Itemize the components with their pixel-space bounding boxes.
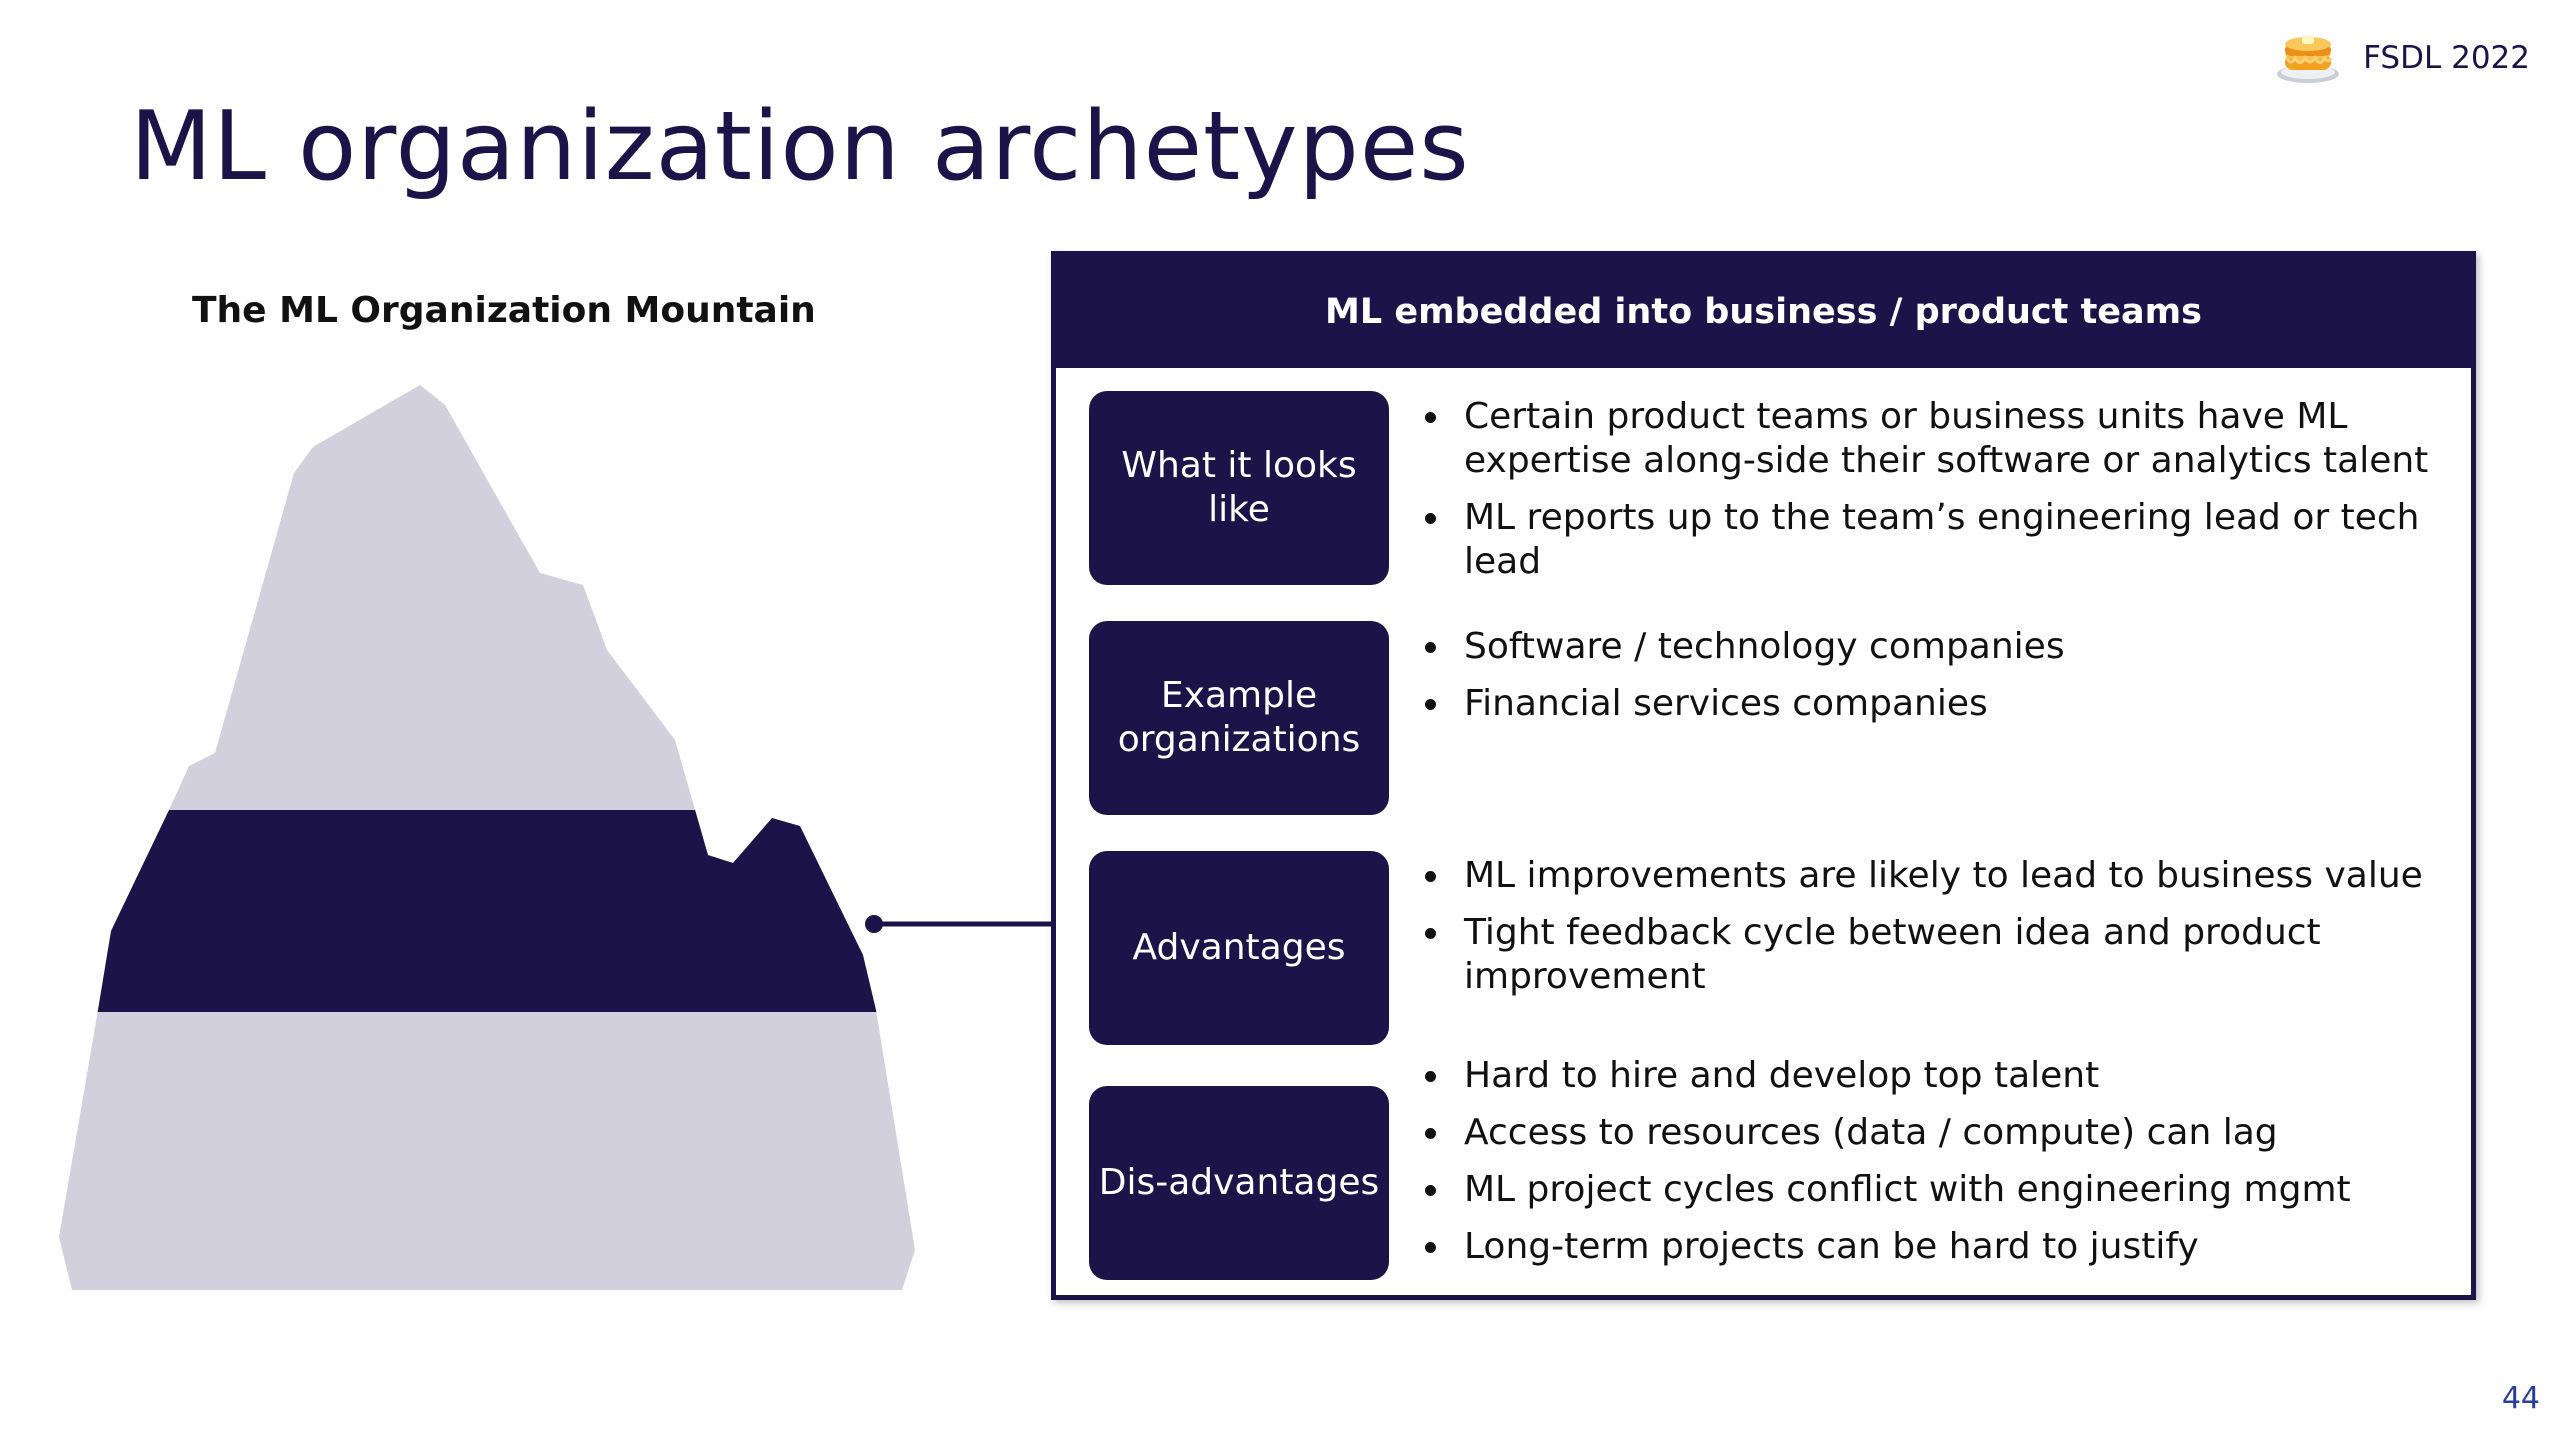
list-item: Tight feedback cycle between idea and pr… [1419,911,2459,999]
highlight-band [97,810,877,1012]
mountain-title: The ML Organization Mountain [192,290,816,331]
row-label: What it looks like [1089,391,1389,585]
list-item: Long-term projects can be hard to justif… [1419,1225,2459,1269]
brand: FSDL 2022 [2275,30,2530,86]
brand-name: FSDL 2022 [2363,40,2530,76]
connector-dot [865,915,883,933]
panel-header: ML embedded into business / product team… [1056,256,2471,368]
bullet-list: Software / technology companies Financia… [1419,625,2459,739]
pancake-stack-icon [2277,36,2340,83]
list-item: Access to resources (data / compute) can… [1419,1111,2459,1155]
list-item: Software / technology companies [1419,625,2459,669]
bullet-list: Hard to hire and develop top talent Acce… [1419,1054,2459,1282]
list-item: Hard to hire and develop top talent [1419,1054,2459,1098]
slide-title: ML organization archetypes [130,92,1470,202]
archetype-panel: ML embedded into business / product team… [1051,251,2476,1300]
bullet-list: Certain product teams or business units … [1419,395,2459,597]
row-label: Dis-advantages [1089,1086,1389,1280]
row-label: Advantages [1089,851,1389,1045]
row-label: Example organizations [1089,621,1389,815]
list-item: Certain product teams or business units … [1419,395,2459,483]
ml-organization-mountain [59,385,1052,1290]
list-item: Financial services companies [1419,682,2459,726]
list-item: ML reports up to the team’s engineering … [1419,496,2459,584]
list-item: ML project cycles conflict with engineer… [1419,1168,2459,1212]
bullet-list: ML improvements are likely to lead to bu… [1419,854,2459,1012]
page-number: 44 [2501,1381,2540,1416]
list-item: ML improvements are likely to lead to bu… [1419,854,2459,898]
